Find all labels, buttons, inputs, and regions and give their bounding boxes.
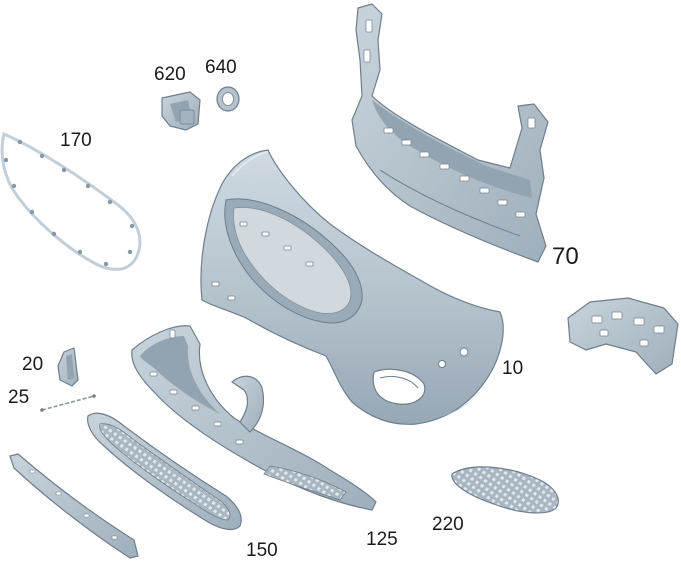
label-part-150: 150 — [246, 540, 278, 561]
label-part-20: 20 — [22, 354, 43, 375]
part-70-bumper-carrier — [351, 3, 549, 263]
label-part-70: 70 — [552, 243, 579, 270]
label-part-10: 10 — [502, 358, 523, 379]
label-part-170: 170 — [60, 130, 92, 151]
part-640-sensor-ring — [216, 86, 240, 112]
part-620-sensor-housing — [161, 91, 201, 131]
label-part-640: 640 — [205, 57, 237, 78]
label-part-25: 25 — [8, 387, 29, 408]
label-part-620: 620 — [154, 64, 186, 85]
label-part-125: 125 — [366, 529, 398, 550]
side-mounting-bracket — [567, 297, 679, 375]
part-150-lower-grille — [87, 412, 242, 531]
part-170-grille-frame — [0, 131, 142, 271]
lower-trim-strip — [9, 453, 139, 559]
label-part-220: 220 — [432, 514, 464, 535]
part-220-mesh-grille — [451, 466, 559, 514]
part-25-clip-wire — [40, 394, 96, 412]
part-10-bumper-cover — [200, 149, 504, 425]
part-20-bracket — [57, 347, 79, 387]
part-125-lower-insert — [131, 325, 377, 511]
